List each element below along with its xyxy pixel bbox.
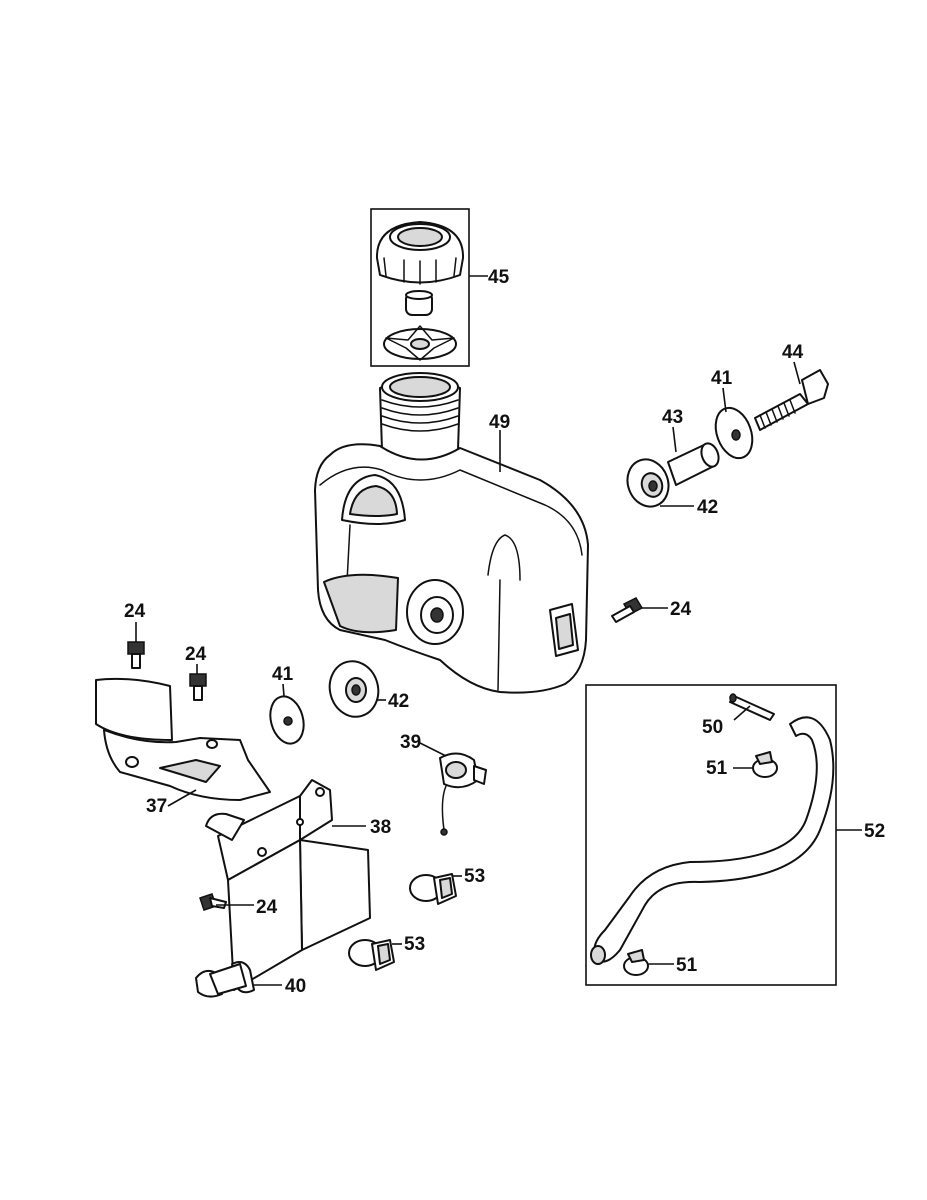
fuel-valve [439,752,487,836]
callout-37: 37 [146,796,167,817]
callout-44: 44 [782,342,804,363]
callout-labels: 45 49 44 41 43 42 24 24 24 41 42 39 37 3… [124,267,885,997]
callout-42-right: 42 [697,497,718,518]
bolt-right [611,597,644,623]
fuel-tank [314,372,589,694]
leader-lines [135,275,862,986]
fuel-cap-assembly [370,208,470,367]
callout-53-lower: 53 [404,934,425,955]
bolt-lower [199,893,227,911]
callout-51-upper: 51 [706,758,728,779]
callout-42-left: 42 [388,691,409,712]
bolt-left-upper [127,641,145,669]
callout-50: 50 [702,717,723,738]
callout-53-upper: 53 [464,866,485,887]
fuel-line-frame [585,684,837,986]
callout-24-upper-left: 24 [124,601,146,622]
callout-39: 39 [400,732,421,753]
clamp-upper [409,873,457,905]
callout-38: 38 [370,817,391,838]
bolt-left-middle [189,673,207,701]
clip [195,961,255,998]
callout-49: 49 [489,412,510,433]
callout-40: 40 [285,976,306,997]
callout-52: 52 [864,821,885,842]
callout-24-middle-left: 24 [185,644,207,665]
fuel-line-kit [585,684,837,986]
mount-hardware-right [626,369,829,508]
fuel-cap-frame [370,208,470,367]
washers-left [269,660,380,745]
callout-24-right: 24 [670,599,692,620]
clamp-lower [348,939,395,971]
callout-41-right: 41 [711,368,733,389]
tank-bracket [205,779,371,991]
callout-24-lower: 24 [256,897,278,918]
callout-41-left: 41 [272,664,294,685]
heat-shield [95,677,271,801]
callout-51-lower: 51 [676,955,698,976]
callout-45: 45 [488,267,510,288]
callout-43: 43 [662,407,683,428]
